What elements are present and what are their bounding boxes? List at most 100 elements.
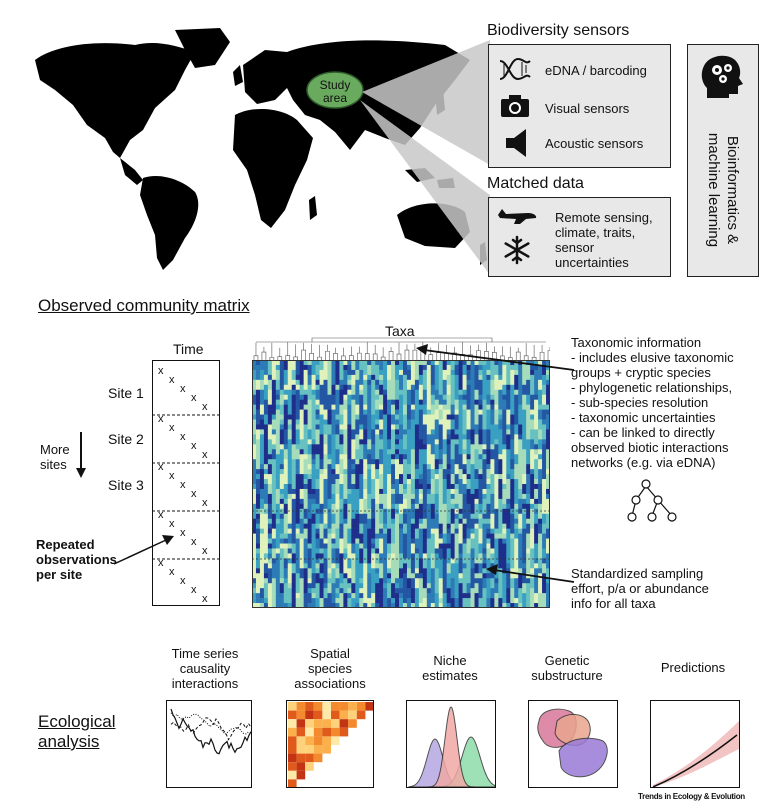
heatmap-cell	[267, 374, 273, 381]
heatmap-cell	[267, 454, 273, 460]
heatmap-cell	[486, 454, 491, 460]
heatmap-cell	[466, 409, 471, 415]
heatmap-cell	[406, 394, 412, 400]
heatmap-cell	[430, 588, 436, 594]
heatmap-cell	[271, 399, 277, 405]
heatmap-cell	[486, 434, 491, 440]
heatmap-cell	[426, 553, 432, 559]
heatmap-cell	[434, 394, 440, 400]
heatmap-cell	[478, 394, 483, 400]
heatmap-cell	[275, 503, 281, 510]
heatmap-cell	[299, 384, 304, 391]
heatmap-cell	[482, 548, 487, 554]
heatmap-cell	[391, 583, 396, 589]
heatmap-cell	[458, 464, 463, 470]
heatmap-cell	[454, 538, 459, 544]
heatmap-cell	[446, 568, 451, 574]
heatmap-cell	[315, 533, 320, 539]
heatmap-cell	[526, 563, 531, 569]
heatmap-cell	[406, 374, 412, 381]
heatmap-cell	[339, 523, 344, 529]
heatmap-cell	[375, 558, 380, 564]
heatmap-cell	[391, 538, 396, 544]
heatmap-cell	[303, 439, 308, 445]
heatmap-cell	[466, 528, 471, 534]
heatmap-cell	[534, 558, 539, 564]
heatmap-cell	[395, 578, 400, 584]
heatmap-cell	[522, 364, 527, 371]
heatmap-cell	[478, 563, 483, 569]
heatmap-cell	[287, 434, 293, 440]
heatmap-cell	[367, 578, 372, 584]
heatmap-cell	[371, 360, 376, 366]
heatmap-cell	[287, 459, 293, 465]
heatmap-cell	[434, 513, 440, 520]
heatmap-cell	[287, 429, 293, 435]
heatmap-cell	[359, 454, 364, 460]
matched-box	[488, 197, 671, 277]
heatmap-cell	[542, 439, 547, 445]
heatmap-cell	[375, 479, 380, 485]
heatmap-cell	[275, 389, 281, 396]
heatmap-cell	[478, 434, 483, 440]
heatmap-cell	[410, 553, 416, 559]
heatmap-cell	[363, 360, 368, 366]
heatmap-cell	[367, 568, 372, 574]
heatmap-cell	[510, 588, 515, 594]
heatmap-cell	[402, 553, 408, 559]
heatmap-cell	[355, 528, 360, 534]
heatmap-cell	[486, 553, 491, 559]
heatmap-cell	[343, 498, 348, 505]
heatmap-cell	[446, 434, 451, 440]
heatmap-cell	[323, 493, 328, 500]
heatmap-cell	[410, 409, 416, 415]
heatmap-cell	[430, 429, 436, 435]
heatmap-cell	[486, 379, 491, 386]
heatmap-cell	[542, 568, 547, 574]
heatmap-cell	[287, 444, 293, 450]
heatmap-cell	[311, 449, 316, 455]
heatmap-cell	[458, 538, 463, 544]
heatmap-cell	[542, 508, 547, 515]
heatmap-cell	[263, 503, 269, 510]
heatmap-cell	[418, 518, 424, 524]
heatmap-cell	[351, 484, 356, 490]
heatmap-cell	[406, 508, 412, 515]
heatmap-cell	[335, 583, 340, 589]
heatmap-cell	[530, 493, 535, 500]
heatmap-cell	[351, 568, 356, 574]
heatmap-cell	[395, 454, 400, 460]
heatmap-cell	[422, 449, 428, 455]
heatmap-cell	[430, 583, 436, 589]
heatmap-cell	[402, 394, 408, 400]
heatmap-cell	[323, 439, 328, 445]
heatmap-cell	[315, 384, 320, 391]
heatmap-cell	[430, 503, 436, 510]
heatmap-cell	[331, 384, 336, 391]
heatmap-cell	[446, 439, 451, 445]
heatmap-cell	[363, 374, 368, 381]
heatmap-cell	[307, 493, 312, 500]
heatmap-cell	[399, 583, 404, 589]
heatmap-cell	[311, 568, 316, 574]
heatmap-cell	[494, 364, 499, 371]
heatmap-cell	[450, 434, 455, 440]
heatmap-cell	[418, 469, 424, 475]
heatmap-cell	[478, 374, 483, 381]
heatmap-cell	[406, 513, 412, 520]
heatmap-cell	[267, 573, 273, 579]
heatmap-cell	[311, 459, 316, 465]
heatmap-cell	[387, 588, 392, 594]
heatmap-cell	[271, 538, 277, 544]
heatmap-cell	[458, 588, 463, 594]
heatmap-cell	[414, 563, 420, 569]
heatmap-cell	[414, 588, 420, 594]
heatmap-cell	[283, 528, 289, 534]
heatmap-cell	[426, 493, 432, 500]
heatmap-cell	[355, 414, 360, 420]
heatmap-cell	[458, 374, 463, 381]
heatmap-cell	[466, 394, 471, 400]
heatmap-cell	[303, 369, 308, 376]
heatmap-cell	[490, 558, 495, 564]
heatmap-cell	[343, 503, 348, 510]
